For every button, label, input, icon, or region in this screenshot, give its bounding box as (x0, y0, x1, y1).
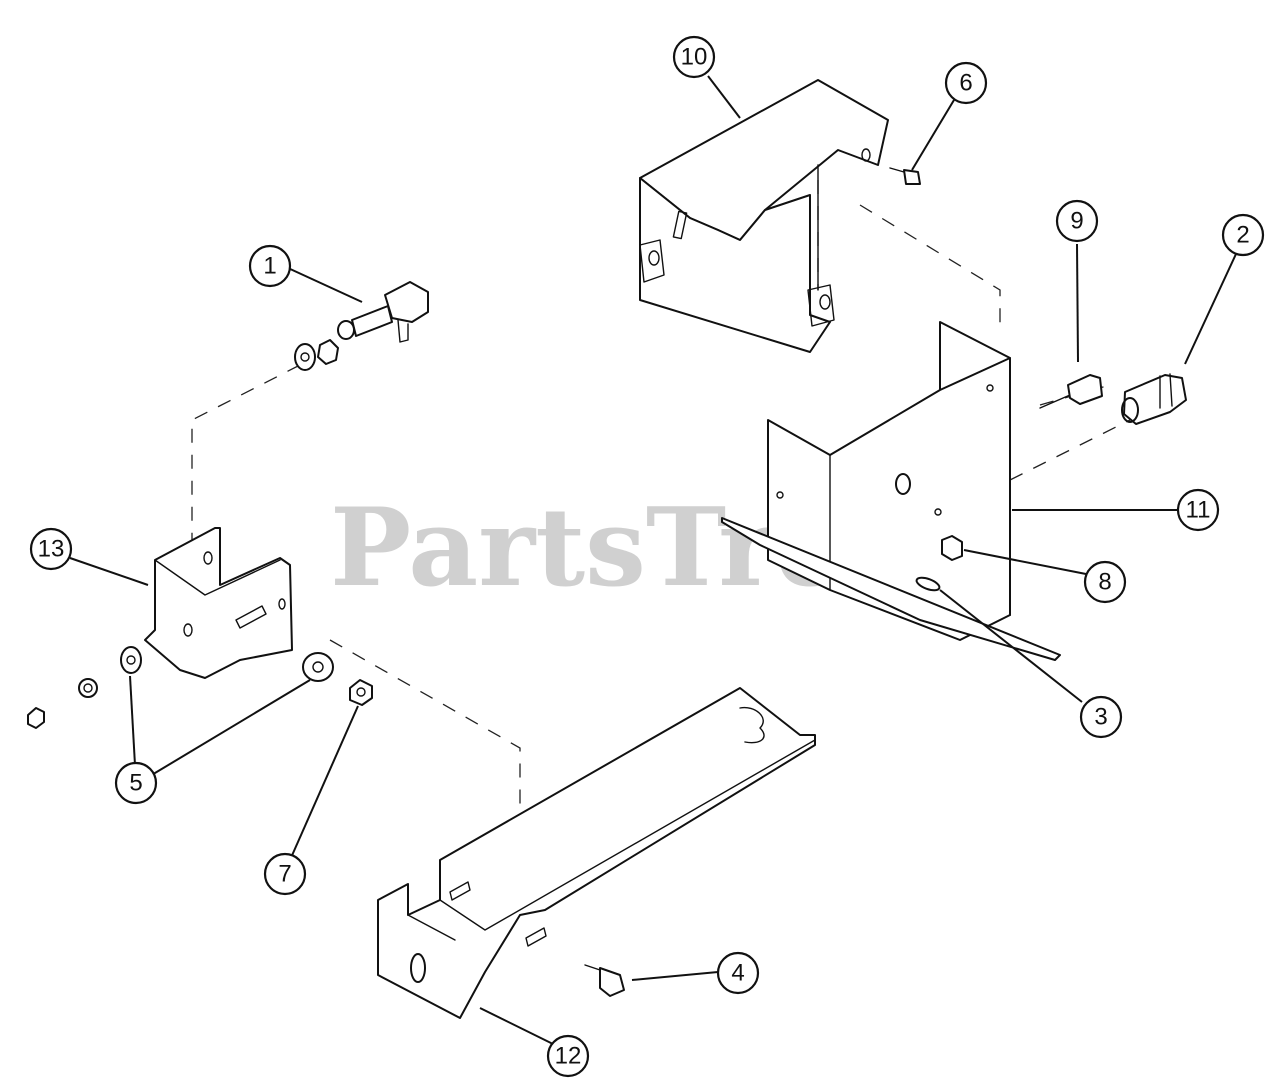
callout-13-label: 13 (38, 536, 65, 563)
callout-10: 10 (672, 35, 716, 79)
callout-7-label: 7 (278, 861, 291, 888)
callout-2-label: 2 (1236, 222, 1249, 249)
part-1-plunger (294, 281, 429, 371)
part-13-bracket (144, 527, 293, 679)
part-6-bolt (889, 167, 921, 185)
callout-5: 5 (114, 761, 158, 805)
callout-1: 1 (248, 244, 292, 288)
callout-5-label: 5 (129, 770, 142, 797)
callout-12-label: 12 (555, 1043, 582, 1070)
callout-11-label: 11 (1186, 497, 1211, 524)
callouts: 1 2 3 4 5 6 7 8 (29, 35, 1265, 1078)
part-5-washers (120, 646, 334, 682)
callout-11: 11 (1176, 488, 1220, 532)
part-10-cover (639, 79, 889, 353)
callout-10-label: 10 (681, 44, 708, 71)
part-4-bolt (584, 964, 625, 997)
callout-9-label: 9 (1070, 208, 1083, 235)
callout-3-label: 3 (1094, 704, 1107, 731)
callout-4-label: 4 (731, 960, 744, 987)
callout-3: 3 (1079, 695, 1123, 739)
callout-2: 2 (1221, 213, 1265, 257)
part-9-light (1039, 374, 1103, 409)
part-12-channel (377, 687, 816, 1019)
part-8-nut (941, 535, 963, 561)
callout-6-label: 6 (959, 70, 972, 97)
callout-12: 12 (546, 1034, 590, 1078)
callout-8-label: 8 (1098, 569, 1111, 596)
callout-4: 4 (716, 951, 760, 995)
callout-13: 13 (29, 527, 73, 571)
small-nut (27, 707, 45, 729)
callout-8: 8 (1083, 560, 1127, 604)
callout-9: 9 (1055, 199, 1099, 243)
part-7-nut (349, 679, 373, 706)
part-2-switch (1121, 373, 1187, 425)
lock-washer (78, 678, 98, 698)
callout-1-label: 1 (263, 253, 276, 280)
callout-7: 7 (263, 852, 307, 896)
callout-6: 6 (944, 61, 988, 105)
leader-lines (69, 75, 1237, 1046)
part-3-washer (915, 576, 941, 592)
